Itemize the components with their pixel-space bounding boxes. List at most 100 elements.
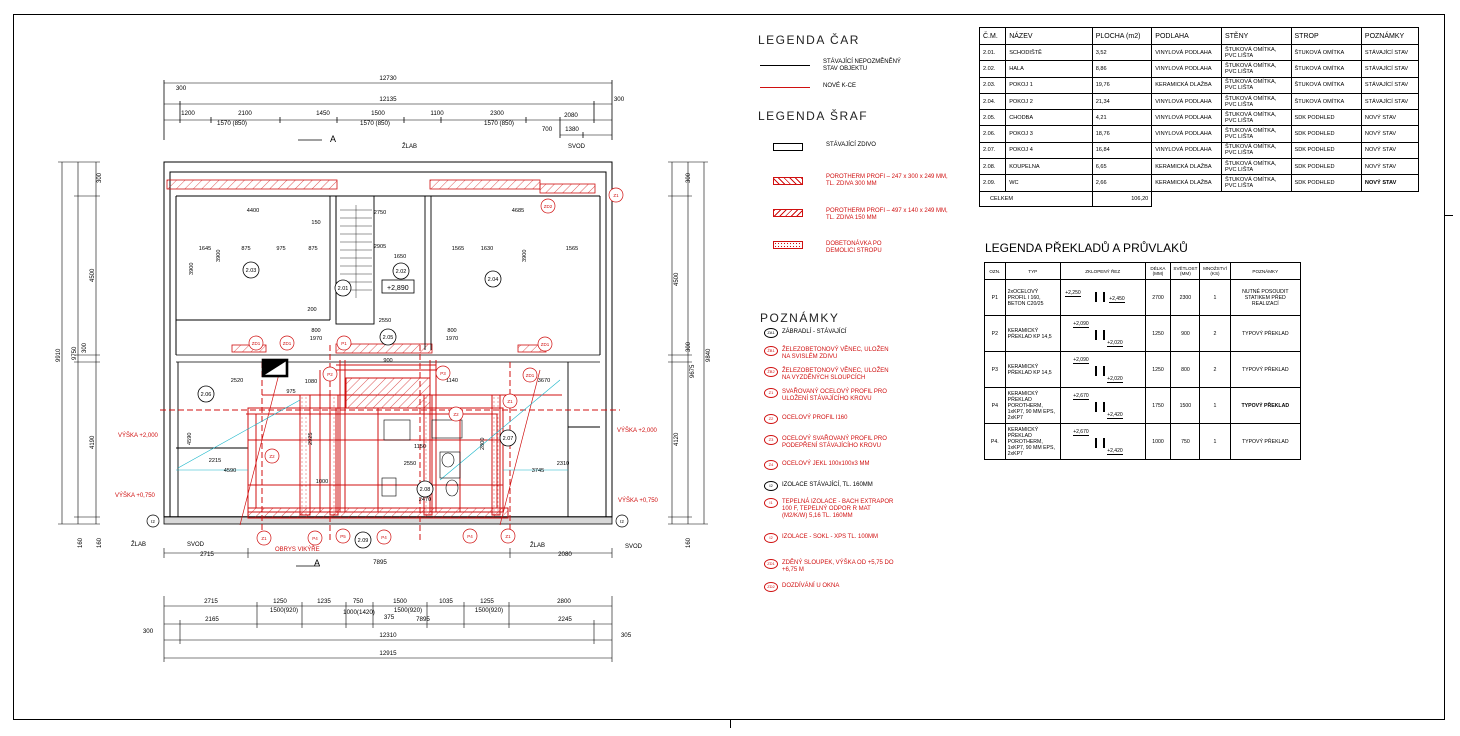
room-table-cell: ŠTUKOVÁ OMÍTKA, PVC LIŠTA — [1220, 174, 1292, 192]
svg-text:1150: 1150 — [414, 444, 426, 450]
room-table-cell: NOVÝ STAV — [1360, 109, 1420, 127]
room-table-header: STĚNY — [1220, 27, 1292, 45]
lintel-id: P4. — [984, 423, 1006, 460]
lintel-section-drawing: +2,090+2,020 — [1065, 320, 1140, 348]
svg-text:9840: 9840 — [706, 348, 712, 362]
svg-text:3900: 3900 — [522, 250, 528, 262]
svg-text:Z1: Z1 — [261, 536, 267, 541]
room-table-cell: WC — [1005, 174, 1093, 192]
svg-text:305: 305 — [621, 632, 632, 639]
lintel-quantity: 2 — [1199, 315, 1231, 352]
svg-text:1500: 1500 — [393, 598, 407, 605]
svg-text:A: A — [314, 558, 320, 568]
lintel-table-header: ZKLOPENÝ ŘEZ — [1059, 262, 1146, 280]
lintel-table-header: POZNÁMKY — [1229, 262, 1302, 280]
svg-text:160: 160 — [78, 537, 84, 548]
svg-text:Z2: Z2 — [269, 454, 275, 459]
lintel-length: 2700 — [1144, 279, 1172, 316]
room-table-cell: VINYLOVÁ PODLAHA — [1151, 109, 1222, 127]
room-table-cell: NOVÝ STAV — [1360, 174, 1420, 192]
legend-hatch-concrete-label: DOBETONÁVKA PO DEMOLICI STROPU — [826, 241, 882, 254]
lintel-id: P1 — [984, 279, 1006, 316]
room-table-cell: 2.05. — [978, 109, 1007, 127]
svg-text:ZD2: ZD2 — [544, 204, 553, 209]
svg-text:700: 700 — [542, 126, 553, 133]
room-table-cell: VINYLOVÁ PODLAHA — [1151, 60, 1222, 78]
svg-text:1565: 1565 — [566, 246, 578, 252]
svg-text:2520: 2520 — [231, 378, 243, 384]
room-table-cell: 6,65 — [1091, 158, 1153, 176]
gutter-label-bottom-right: ŽLAB — [530, 541, 545, 549]
svg-text:3900: 3900 — [189, 263, 195, 275]
svg-text:3670: 3670 — [538, 378, 550, 384]
lintel-table-row: P4.KERAMICKÝ PŘEKLAD POROTHERM, 1xKP7, 9… — [984, 423, 1302, 460]
room-table-cell: SDK PODHLED — [1290, 174, 1362, 192]
room-table-header: STROP — [1290, 27, 1362, 45]
room-table-cell: 18,76 — [1091, 125, 1153, 143]
lintel-level-top: +2,670 — [1073, 392, 1089, 400]
room-table-cell: 3,52 — [1091, 43, 1153, 62]
lintel-profile-icon — [1095, 291, 1106, 302]
svg-text:1450: 1450 — [316, 110, 330, 117]
note-text: IZOLACE - SOKL - XPS TL. 100MM — [782, 534, 879, 540]
room-table-cell: ŠTUKOVÁ OMÍTKA, PVC LIŠTA — [1220, 43, 1292, 62]
legend-hatch-porotherm300-label: POROTHERM PROFI – 247 x 300 x 249 MM, TL… — [826, 174, 948, 187]
note-mark: Z3 — [764, 435, 778, 445]
note-text: DOZDÍVÁNÍ U OKNA — [782, 583, 840, 589]
lintel-section-drawing: +2,670+2,420 — [1065, 428, 1140, 456]
legend-hatch-existing-symbol — [773, 143, 803, 151]
svg-text:1250: 1250 — [273, 598, 287, 605]
svg-text:1970: 1970 — [310, 336, 322, 342]
legend-lines-title: LEGENDA ČAR — [758, 33, 860, 47]
room-table-cell: ŠTUKOVÁ OMÍTKA — [1290, 43, 1362, 62]
lintel-id: P3 — [984, 351, 1006, 388]
room-table-cell: VINYLOVÁ PODLAHA — [1151, 141, 1222, 160]
note-mark: ŽB1 — [764, 346, 778, 356]
notes-title: POZNÁMKY — [760, 311, 840, 325]
room-table-cell: 2.04. — [978, 92, 1007, 111]
svg-text:4685: 4685 — [512, 208, 524, 214]
end-callouts: I2 I2 — [146, 514, 629, 528]
lintel-note: NUTNÉ POSOUDIT STATIKEM PŘED REALIZACÍ — [1229, 279, 1302, 316]
room-table-header: POZNÁMKY — [1360, 27, 1420, 45]
svg-text:1080: 1080 — [305, 379, 317, 385]
svg-text:2470: 2470 — [419, 497, 431, 503]
svg-text:300: 300 — [176, 85, 187, 92]
svg-text:1140: 1140 — [446, 378, 458, 384]
note-mark: ZA1 — [764, 328, 778, 338]
room-table-cell: 2.08. — [978, 158, 1007, 176]
svg-text:I2: I2 — [620, 519, 624, 524]
lintel-level-bottom: +2,020 — [1107, 339, 1123, 347]
new-partitions — [160, 345, 620, 540]
note-text: TEPELNÁ IZOLACE - BACH EXTRAPOR 100 F, T… — [782, 499, 894, 519]
lintel-quantity: 1 — [1199, 279, 1231, 316]
lintel-section: +2,090+2,020 — [1059, 351, 1146, 388]
svg-text:P5: P5 — [340, 534, 346, 539]
lintel-table-header: TYP — [1004, 262, 1061, 280]
room-table-cell: ŠTUKOVÁ OMÍTKA — [1290, 60, 1362, 78]
room-table-cell: ŠTUKOVÁ OMÍTKA, PVC LIŠTA — [1220, 125, 1292, 143]
svg-text:ZD1: ZD1 — [283, 341, 292, 346]
gutter-label-top: ŽLAB — [402, 142, 417, 150]
svg-text:2750: 2750 — [374, 210, 386, 216]
room-table-cell: NOVÝ STAV — [1360, 158, 1420, 176]
lintel-span: 1500 — [1170, 387, 1201, 424]
room-table-cell: ŠTUKOVÁ OMÍTKA, PVC LIŠTA — [1220, 141, 1292, 160]
svg-text:1645: 1645 — [199, 246, 211, 252]
lintel-type: KERAMICKÝ PŘEKLAD POROTHERM, 1xKP7, 90 M… — [1004, 423, 1061, 460]
downpipe-label-bottom-right: SVOD — [625, 544, 643, 550]
note-mark: ZD1 — [764, 559, 778, 569]
room-table-cell: ŠTUKOVÁ OMÍTKA, PVC LIŠTA — [1220, 109, 1292, 127]
legend-line-existing-label: STÁVAJÍCÍ NEPOZMĚNĚNÝ STAV OBJEKTU — [823, 59, 901, 72]
room-table-cell: KERAMICKÁ DLAŽBA — [1151, 76, 1222, 94]
room-table-cell: KERAMICKÁ DLAŽBA — [1151, 174, 1222, 192]
frame-tick-bottom — [730, 720, 731, 728]
lintel-span: 800 — [1170, 351, 1201, 388]
